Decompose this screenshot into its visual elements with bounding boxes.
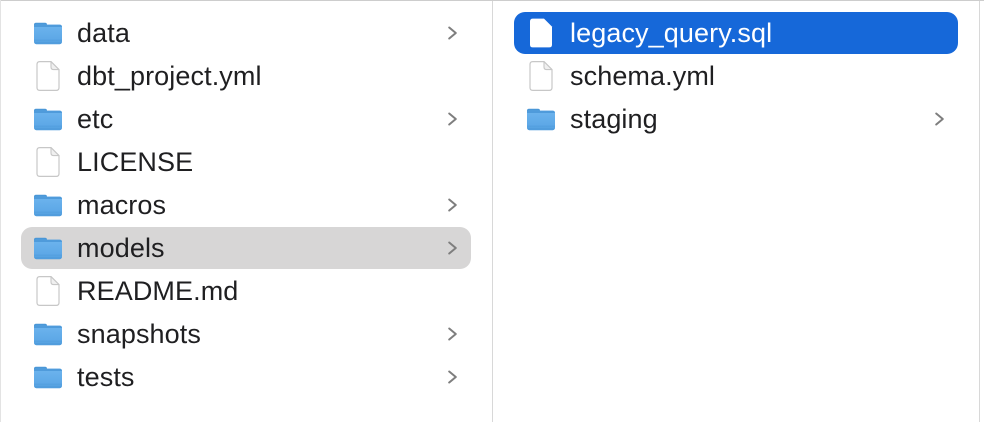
item-name: README.md — [77, 275, 239, 306]
browser-column-parent: data dbt_project.yml etc — [0, 0, 492, 398]
document-icon — [526, 16, 556, 50]
item-name: dbt_project.yml — [77, 60, 262, 91]
chevron-right-icon — [447, 25, 458, 41]
chevron-right-icon — [447, 240, 458, 256]
item-name: snapshots — [77, 318, 201, 349]
document-icon — [33, 274, 63, 308]
browser-column-child: legacy_query.sql schema.yml staging — [493, 0, 979, 422]
item-name: models — [77, 232, 165, 263]
list-item-staging[interactable]: staging — [514, 98, 958, 140]
document-icon — [33, 145, 63, 179]
list-item-data[interactable]: data — [21, 12, 471, 54]
file-list-column-2: legacy_query.sql schema.yml staging — [493, 0, 979, 140]
blue-folder-icon — [33, 360, 63, 394]
blue-folder-icon — [526, 102, 556, 136]
chevron-right-icon — [447, 326, 458, 342]
chevron-right-icon — [447, 111, 458, 127]
list-item-license[interactable]: LICENSE — [21, 141, 471, 183]
item-name: schema.yml — [570, 60, 716, 91]
column-divider[interactable] — [492, 0, 493, 422]
document-icon — [526, 59, 556, 93]
chevron-right-icon — [934, 111, 945, 127]
list-item-dbt-project-yml[interactable]: dbt_project.yml — [21, 55, 471, 97]
blue-folder-icon — [33, 231, 63, 265]
chevron-right-icon — [447, 197, 458, 213]
item-name: tests — [77, 361, 135, 392]
list-item-snapshots[interactable]: snapshots — [21, 313, 471, 355]
column-divider[interactable] — [979, 0, 980, 422]
item-name: staging — [570, 103, 658, 134]
list-item-schema-yml[interactable]: schema.yml — [514, 55, 958, 97]
chevron-right-icon — [447, 369, 458, 385]
item-name: LICENSE — [77, 146, 194, 177]
blue-folder-icon — [33, 317, 63, 351]
top-border-divider — [0, 0, 984, 1]
list-item-legacy-query-sql-selected[interactable]: legacy_query.sql — [514, 12, 958, 54]
blue-folder-icon — [33, 188, 63, 222]
item-name: etc — [77, 103, 114, 134]
file-list-column-1: data dbt_project.yml etc — [0, 0, 492, 398]
left-border-divider — [0, 0, 1, 422]
blue-folder-icon — [33, 102, 63, 136]
list-item-models-selected[interactable]: models — [21, 227, 471, 269]
document-icon — [33, 59, 63, 93]
list-item-etc[interactable]: etc — [21, 98, 471, 140]
list-item-macros[interactable]: macros — [21, 184, 471, 226]
item-name: data — [77, 17, 130, 48]
item-name: macros — [77, 189, 167, 220]
list-item-readme-md[interactable]: README.md — [21, 270, 471, 312]
blue-folder-icon — [33, 16, 63, 50]
item-name: legacy_query.sql — [570, 17, 773, 48]
list-item-tests[interactable]: tests — [21, 356, 471, 398]
